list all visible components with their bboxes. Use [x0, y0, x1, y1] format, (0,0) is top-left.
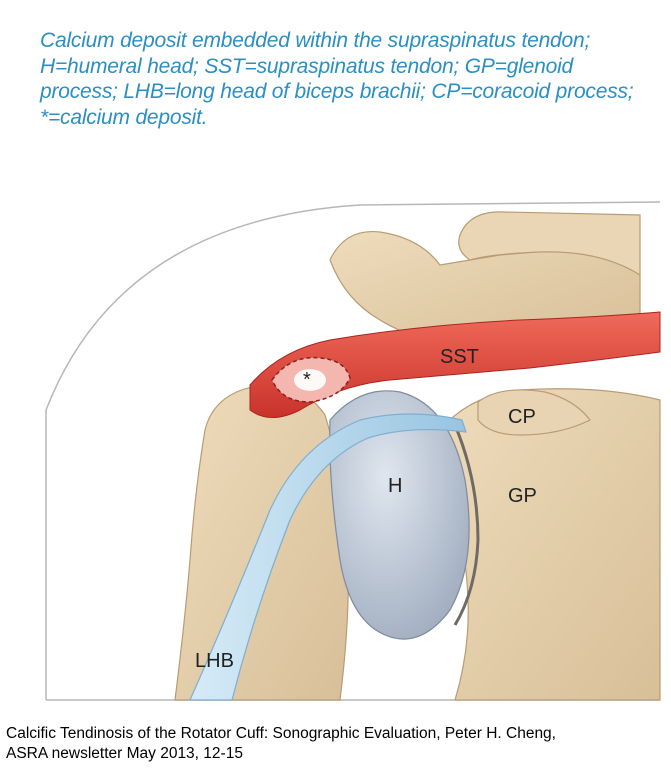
coracoid-process [477, 389, 591, 436]
label-lhb: LHB [195, 650, 234, 672]
caption-line: Calcium deposit embedded within the supr… [40, 29, 591, 52]
label-sst: SST [440, 346, 479, 368]
citation-line: ASRA newsletter May 2013, 12-15 [6, 745, 243, 762]
label-cp: CP [508, 406, 536, 428]
humeral-head [329, 390, 470, 640]
biceps-tendon [189, 413, 467, 701]
clavicle-bone [458, 211, 641, 277]
calcium-deposit [294, 369, 326, 391]
skin-outline [45, 201, 661, 700]
caption-line: process; LHB=long head of biceps brachii… [40, 80, 634, 103]
scapula-bone [436, 388, 661, 701]
label-gp: GP [508, 485, 537, 507]
label-h: H [388, 475, 402, 497]
citation-line: Calcific Tendinosis of the Rotator Cuff:… [6, 725, 556, 742]
label-deposit: * [303, 369, 311, 391]
citation: Calcific Tendinosis of the Rotator Cuff:… [6, 724, 666, 764]
caption-line: *=calcium deposit. [40, 105, 208, 129]
shoulder-anatomy-illustration: * SST CP H GP LHB [45, 201, 661, 701]
figure-caption: Calcium deposit embedded within the supr… [40, 28, 660, 130]
caption-line: H=humeral head; SST=supraspinatus tendon… [40, 54, 574, 78]
glenoid-rim [453, 424, 480, 626]
